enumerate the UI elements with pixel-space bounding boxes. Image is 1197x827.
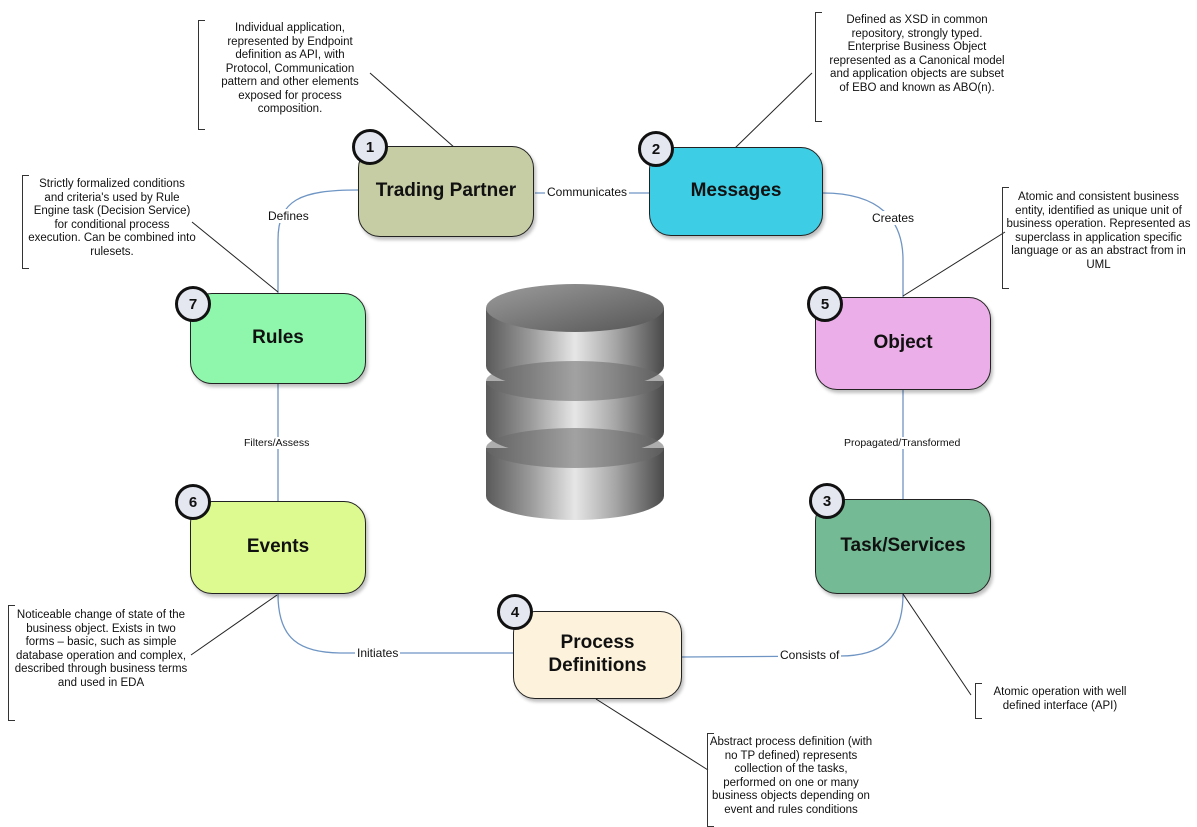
note-process: Abstract process definition (with no TP … — [709, 736, 873, 816]
node-object[interactable]: Object — [815, 297, 991, 390]
node-messages[interactable]: Messages — [649, 147, 823, 236]
note-events: Noticeable change of state of the busine… — [14, 609, 188, 689]
note-messages: Defined as XSD in common repository, str… — [829, 14, 1005, 94]
leader-task — [902, 593, 972, 696]
node-process-definitions[interactable]: Process Definitions — [513, 611, 682, 699]
bracket-task — [975, 683, 982, 719]
bracket-rules — [22, 175, 29, 269]
badge-6: 6 — [175, 484, 211, 520]
badge-3: 3 — [809, 483, 845, 519]
node-trading-partner[interactable]: Trading Partner — [358, 146, 534, 237]
badge-1: 1 — [352, 129, 388, 165]
edge-creates — [822, 192, 904, 297]
leader-trading-partner — [369, 72, 456, 149]
edge-initiates — [277, 593, 513, 654]
badge-5: 5 — [807, 286, 843, 322]
note-trading-partner: Individual application, represented by E… — [221, 22, 359, 115]
edge-label-consists-of: Consists of — [778, 648, 842, 662]
edge-label-creates: Creates — [870, 211, 917, 225]
edge-label-filters: Filters/Assess — [242, 437, 312, 449]
leader-process — [595, 698, 709, 771]
bracket-object — [1002, 187, 1009, 289]
bracket-trading-partner — [198, 20, 205, 130]
bracket-events — [8, 605, 15, 721]
node-task-services[interactable]: Task/Services — [815, 499, 991, 594]
database-icon — [486, 284, 664, 520]
leader-messages — [734, 72, 813, 149]
edge-label-defines: Defines — [266, 209, 311, 223]
edge-label-propagated: Propagated/Transformed — [842, 437, 963, 449]
edge-consists — [681, 593, 904, 658]
badge-4: 4 — [497, 594, 533, 630]
node-events[interactable]: Events — [190, 501, 366, 594]
node-rules[interactable]: Rules — [190, 293, 366, 384]
badge-7: 7 — [175, 286, 211, 322]
bracket-messages — [815, 12, 822, 122]
edge-label-communicates: Communicates — [545, 185, 630, 199]
edge-defines — [277, 189, 359, 293]
leader-object — [902, 231, 1006, 297]
note-rules: Strictly formalized conditions and crite… — [28, 178, 196, 258]
leader-rules — [191, 221, 279, 293]
badge-2: 2 — [638, 131, 674, 167]
leader-events — [190, 594, 278, 656]
note-task: Atomic operation with well defined inter… — [993, 686, 1127, 712]
note-object: Atomic and consistent business entity, i… — [1006, 191, 1191, 271]
edge-label-initiates: Initiates — [355, 646, 401, 660]
